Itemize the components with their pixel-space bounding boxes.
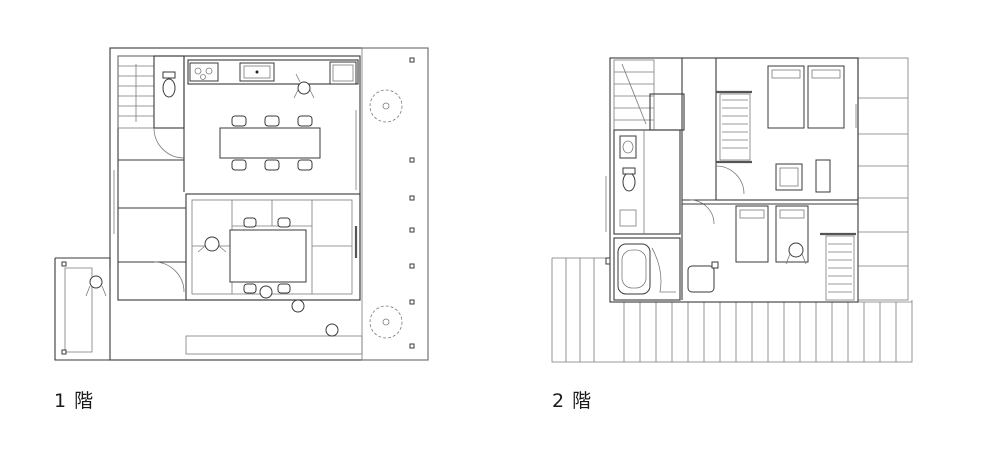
floor-1-plan <box>54 47 429 361</box>
bed-icon <box>767 65 805 129</box>
toilet-icon <box>622 167 636 192</box>
floor-2-label: 2 階 <box>552 390 593 412</box>
bathtub-icon <box>617 243 651 295</box>
fridge-icon <box>329 61 357 85</box>
stair-icon <box>117 55 155 129</box>
person-icon <box>291 299 305 313</box>
person-icon <box>785 242 807 265</box>
sink-icon <box>239 62 275 82</box>
chair-icon <box>775 163 803 191</box>
stair-icon <box>613 59 655 131</box>
bed-icon <box>807 65 845 129</box>
person-icon <box>197 236 227 253</box>
chair-icon <box>687 265 715 293</box>
person-icon <box>259 285 273 299</box>
tree-icon <box>369 305 403 339</box>
kitchen-stove-icon <box>189 62 219 82</box>
terrace-posts <box>61 57 415 355</box>
tatami-chairs <box>243 217 291 294</box>
person-icon <box>85 275 107 297</box>
floor-2-plan <box>551 57 913 363</box>
person-icon <box>293 73 315 99</box>
person-icon <box>325 323 339 337</box>
bed-icon <box>735 205 769 263</box>
tree-icon <box>369 89 403 123</box>
toilet-icon <box>162 71 176 98</box>
dining-chairs <box>231 115 313 171</box>
floor-1-label: 1 階 <box>54 390 95 412</box>
washbasin-icon <box>619 135 637 159</box>
